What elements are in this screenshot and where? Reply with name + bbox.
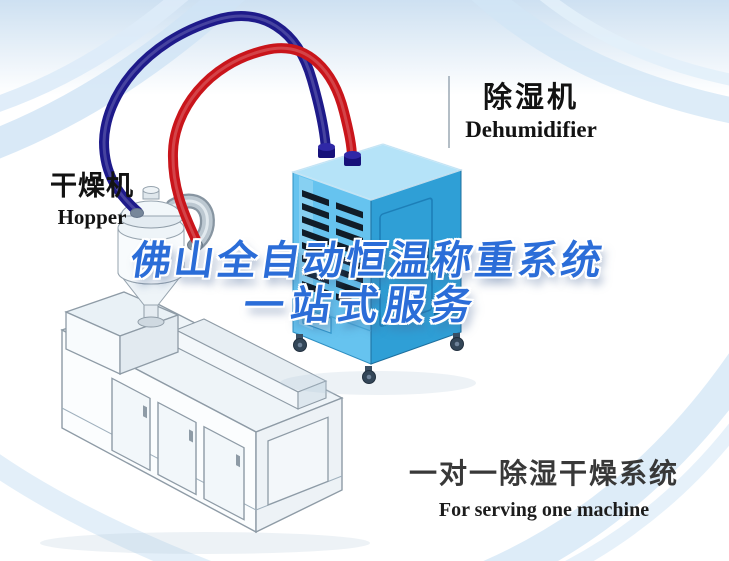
caption-en: For serving one machine [438,499,650,521]
navy-hose [98,11,331,217]
headline-line1: 佛山全自动恒温称重系统 [128,239,608,283]
hose-connectors [130,143,361,218]
dehumidifier-label-en: Dehumidifier [465,117,597,142]
dehumidifier-wheels [293,333,464,384]
extruder-machine [40,291,370,554]
hopper-label-en: Hopper [57,205,127,229]
headline: 佛山全自动恒温称重系统 一站式服务 [0,239,729,329]
hopper-duct [165,193,215,252]
caption-cn: 一对一除湿干燥系统 [408,458,679,489]
dehumidifier-vents [302,190,363,310]
caption: 一对一除湿干燥系统 For serving one machine [388,452,700,522]
hopper-label-cn: 干燥机 [50,171,134,201]
red-hose [167,43,357,245]
extruder-panels [111,377,245,521]
headline-line2: 一站式服务 [240,283,482,328]
hopper-label: 干燥机 Hopper [36,164,148,230]
dehumidifier-label-cn: 除湿机 [482,82,579,114]
dehumidifier-door [379,197,458,327]
dehumidifier-machine [280,143,476,395]
dehumidifier-label: 除湿机 Dehumidifier [443,74,619,143]
